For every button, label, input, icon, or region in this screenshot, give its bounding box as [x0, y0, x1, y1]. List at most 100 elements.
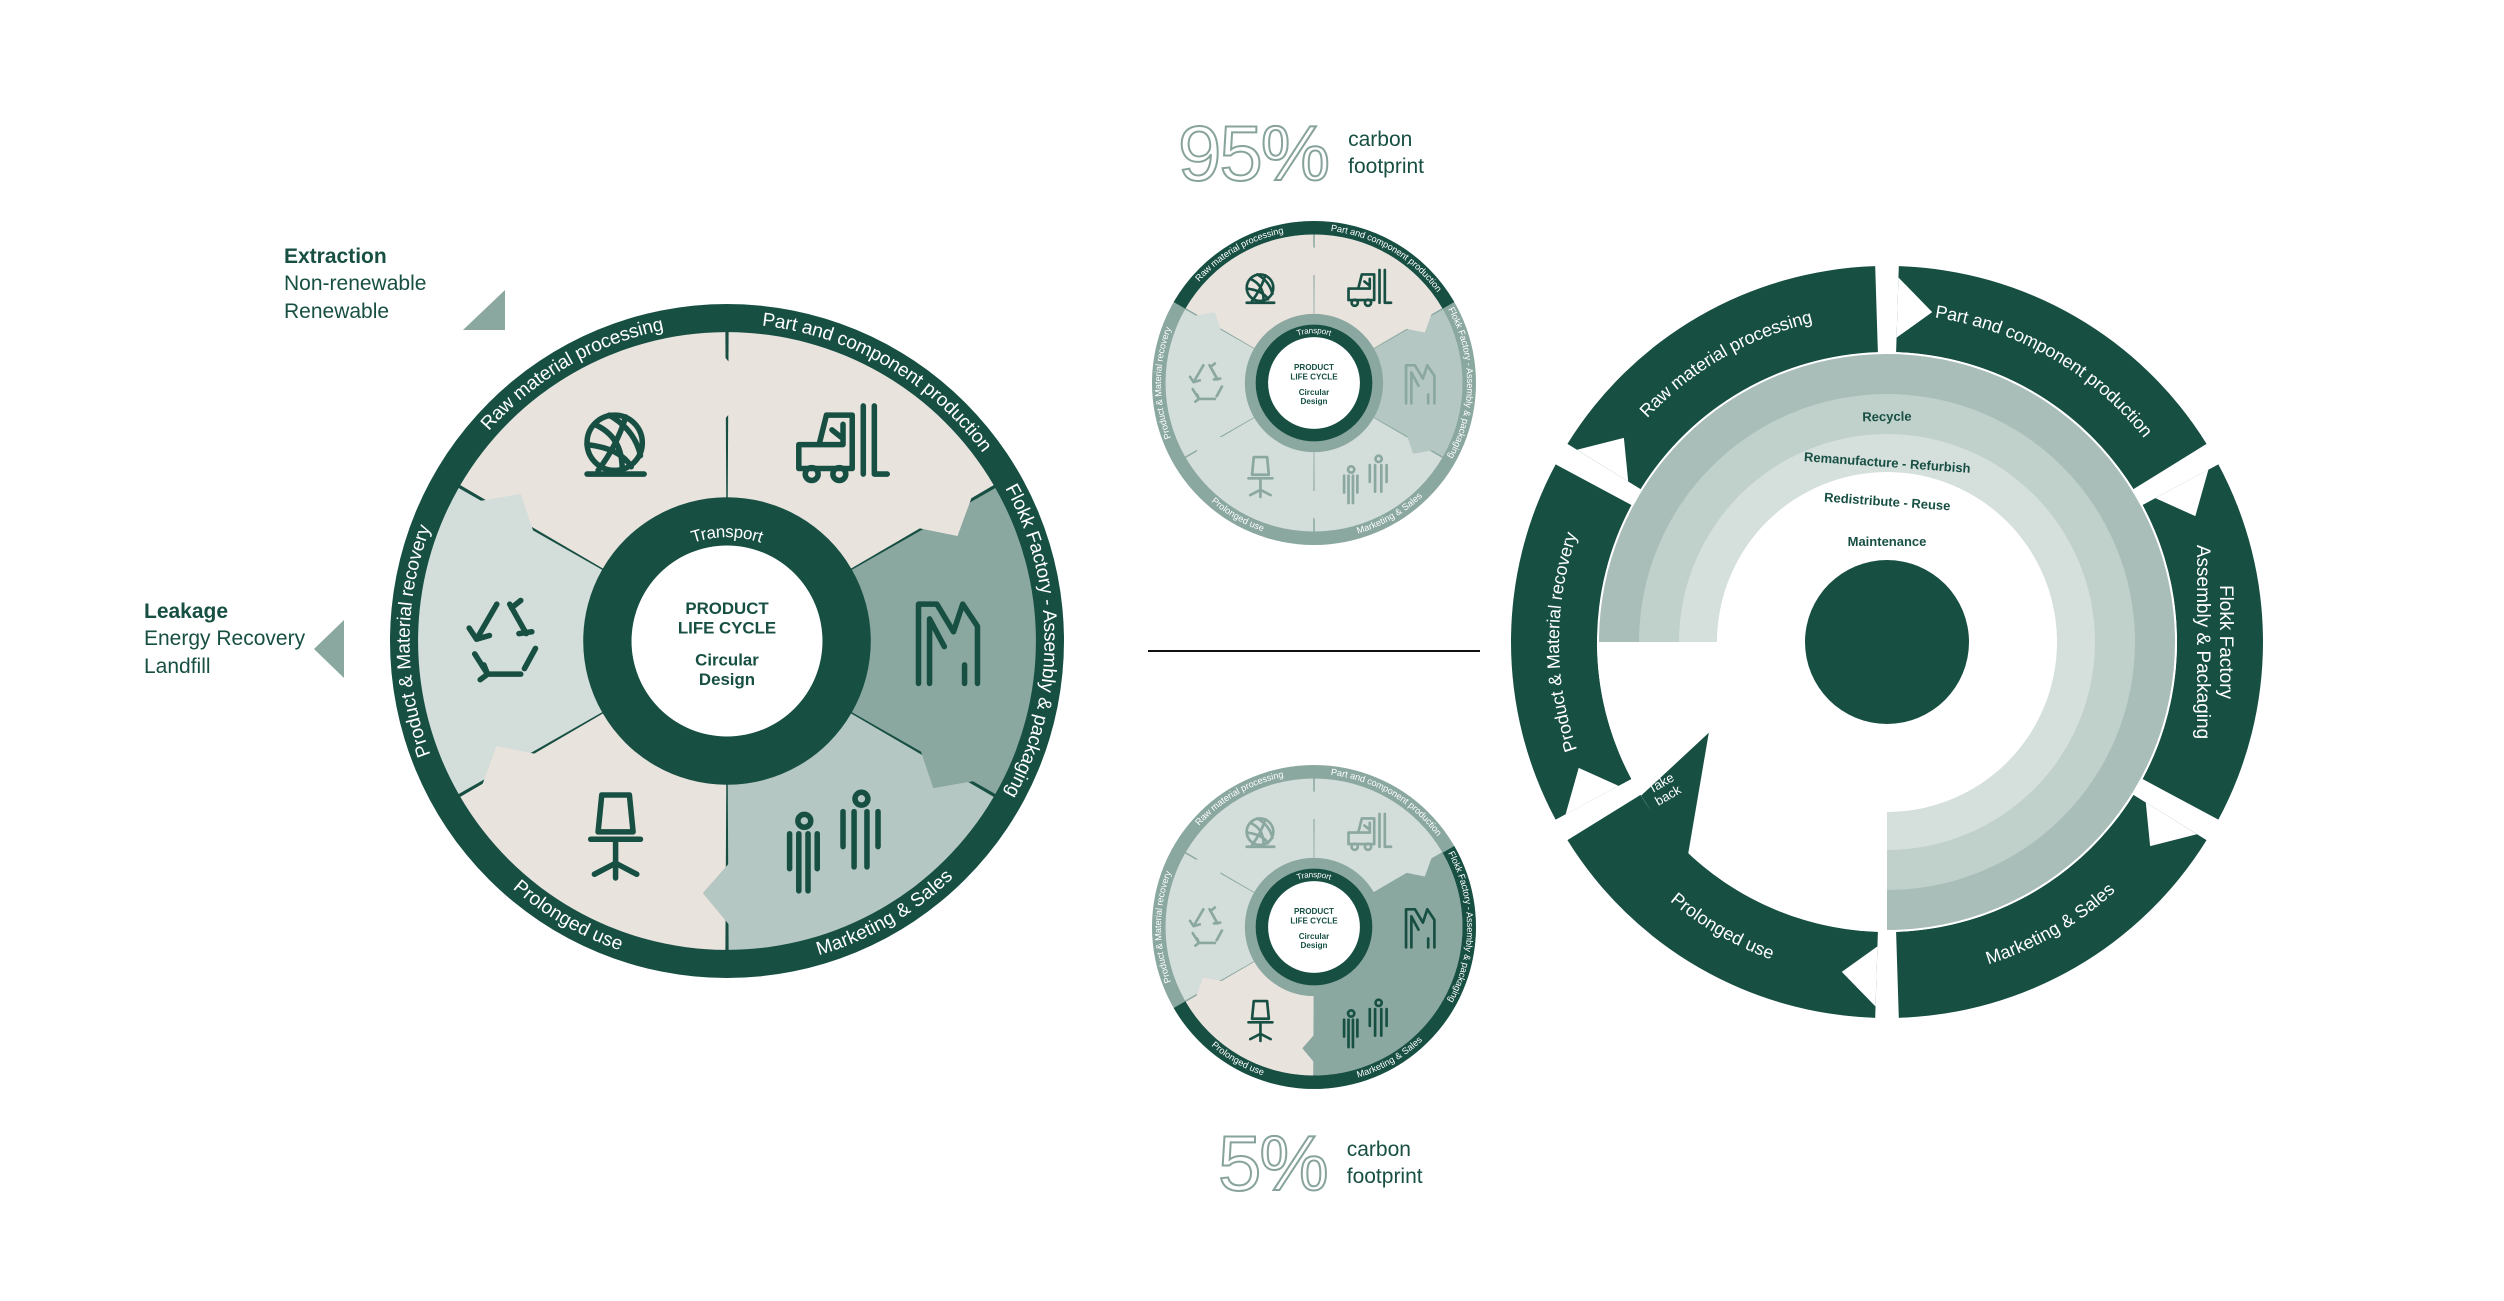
loop-segment	[1511, 464, 1632, 820]
flow-arrow	[918, 496, 972, 536]
stage-segment	[1185, 417, 1314, 532]
stage-segment	[1165, 309, 1254, 457]
flow-arrow	[724, 356, 752, 419]
extraction-item: Renewable	[284, 299, 390, 323]
flow-arrow	[920, 750, 975, 789]
flow-arrow	[1407, 435, 1433, 454]
people-icon	[786, 789, 881, 894]
loop-stage-label: Flokk FactoryAssembly & Packaging	[2192, 545, 2236, 739]
transport-label: Transport	[1296, 870, 1333, 882]
loop-segment	[1896, 266, 2207, 490]
loop-arrow	[1565, 767, 1619, 815]
extraction-arrow-icon	[463, 290, 505, 330]
flow-arrow	[1195, 856, 1221, 875]
loop-arrow	[1577, 437, 1629, 482]
loop-segment	[1896, 794, 2207, 1018]
factory-icon	[1404, 907, 1436, 949]
flow-arrow	[1302, 489, 1316, 520]
leakage-arrow-icon	[314, 620, 344, 678]
flow-arrow	[482, 746, 536, 786]
stage-segment	[1314, 961, 1443, 1076]
ring-label: Recycle	[1862, 409, 1911, 425]
stage-segment	[460, 332, 727, 569]
stage-segment	[1165, 853, 1254, 1001]
stage-segment	[1185, 961, 1314, 1076]
flow-arrow	[479, 493, 534, 532]
hub-center	[1268, 881, 1360, 973]
top-percent: 95%	[1177, 108, 1331, 198]
bottom-percent: 5%	[1217, 1118, 1330, 1208]
loop-arrow	[1896, 277, 1933, 338]
leakage-label: Leakage Energy Recovery Landfill	[144, 598, 305, 680]
flow-arrow	[702, 863, 730, 926]
extraction-title: Extraction	[284, 245, 387, 268]
flow-arrow	[1312, 790, 1326, 821]
leakage-title: Leakage	[144, 600, 229, 623]
hub-center	[631, 545, 823, 737]
leakage-item: Energy Recovery	[144, 627, 306, 651]
loop-arrow	[1841, 946, 1878, 1007]
stage-segment	[1314, 417, 1443, 532]
transport-label: Transport	[1296, 326, 1333, 338]
forklift-icon	[1347, 268, 1393, 308]
loop-hub	[1805, 560, 1969, 724]
flow-arrow	[1195, 312, 1221, 331]
people-icon	[1342, 998, 1388, 1049]
yarn-ball-icon	[1245, 817, 1276, 849]
forklift-icon	[1347, 812, 1393, 852]
factory-icon	[1404, 363, 1436, 405]
loop-segment	[2142, 464, 2263, 820]
stage-segment	[1185, 234, 1314, 349]
factory-icon	[915, 601, 981, 687]
ring-label: Maintenance	[1848, 534, 1927, 549]
leakage-item: Landfill	[144, 654, 211, 678]
loop-segment	[1567, 266, 1878, 490]
forklift-icon	[796, 403, 890, 484]
flow-arrow	[1406, 857, 1432, 877]
flow-arrow	[1312, 246, 1326, 277]
extraction-item: Non-renewable	[284, 272, 427, 296]
stage-segment	[460, 713, 727, 950]
take-back-arrow	[1641, 732, 1709, 865]
yarn-ball-icon	[584, 412, 647, 477]
stage-segment	[727, 713, 994, 950]
flow-arrow	[1196, 433, 1222, 453]
hub-center	[1268, 337, 1360, 429]
people-icon	[1342, 454, 1388, 505]
stage-segment	[1185, 778, 1314, 893]
flow-arrow	[1196, 977, 1222, 997]
flow-arrow	[1302, 1033, 1316, 1064]
flow-arrow	[1407, 979, 1433, 998]
yarn-ball-icon	[1245, 273, 1276, 305]
extraction-label: Extraction Non-renewable Renewable	[284, 243, 426, 325]
chair-icon	[1247, 999, 1274, 1043]
recycle-icon	[1188, 906, 1224, 947]
stage-segment	[418, 487, 603, 795]
flow-arrow	[1406, 313, 1432, 333]
loop-arrow	[2155, 469, 2209, 517]
chair-icon	[587, 792, 644, 881]
ring-cut	[1597, 642, 1887, 932]
chair-icon	[1247, 455, 1274, 499]
recycle-icon	[466, 597, 539, 683]
loop-arrow	[2145, 802, 2197, 847]
loop-segment	[1567, 794, 1878, 1018]
recycle-icon	[1188, 362, 1224, 403]
ring-highlight	[1173, 221, 1455, 309]
